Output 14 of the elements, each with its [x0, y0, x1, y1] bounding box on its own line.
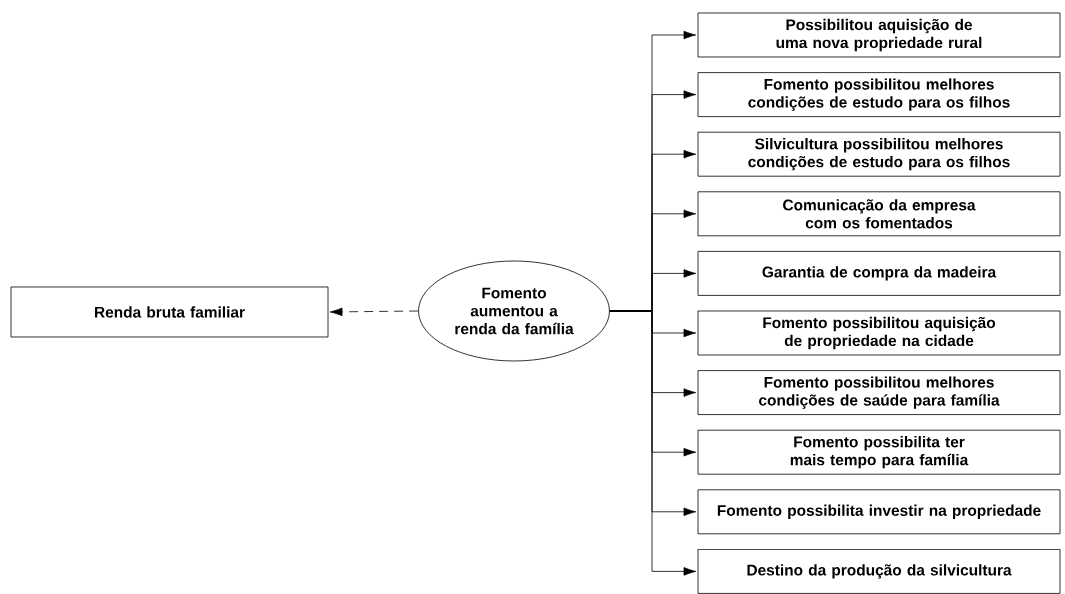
arrow: [609, 310, 697, 576]
process-box: Fomento possibilita investir na propriedade: [697, 489, 1061, 535]
process-box: Fomento possibilitou aquisição de propriedade na cidade: [697, 310, 1061, 356]
process-box: Possibilitou aquisição de uma nova propriedade rural: [697, 12, 1061, 58]
ellipse-node: Fomento aumentou a renda da família: [418, 260, 610, 362]
arrow: [329, 307, 419, 317]
process-box: Fomento possibilitou melhores condições de estudo para os filhos: [697, 72, 1061, 117]
process-box: Fomento possibilitou melhores condições de saúde para família: [697, 370, 1061, 415]
process-box: Comunicação da empresa com os fomentados: [697, 191, 1061, 237]
process-box: Fomento possibilita ter mais tempo para família: [697, 429, 1061, 475]
process-box: Garantia de compra da madeira: [697, 251, 1061, 296]
process-box: Renda bruta familiar: [10, 286, 329, 338]
process-box: Silvicultura possibilitou melhores condições de estudo para os filhos: [697, 131, 1061, 177]
process-box: Destino da produção da silvicultura: [697, 549, 1061, 594]
